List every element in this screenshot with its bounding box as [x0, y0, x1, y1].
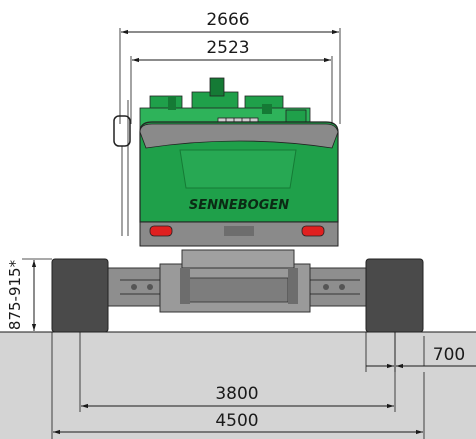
- dim-track-gauge-label: 3800: [215, 384, 258, 404]
- dim-overall-width-label: 2666: [206, 10, 249, 30]
- dim-total-width-label: 4500: [215, 411, 258, 431]
- dim-total-width: [51, 332, 425, 439]
- left-track: [51, 258, 109, 333]
- side-mirror: [113, 100, 131, 236]
- dim-ground-clearance: [22, 258, 52, 331]
- dim-shoe-width-label: 700: [433, 345, 465, 365]
- right-track: [365, 258, 424, 333]
- ground-surface: [0, 332, 476, 439]
- counterweight-body: [139, 121, 339, 247]
- dim-upper-width-label: 2523: [206, 38, 249, 58]
- dim-track-gauge: [79, 332, 396, 412]
- brand-logo: SENNEBOGEN: [189, 198, 289, 213]
- dim-ground-clearance-label: 875-915*: [6, 259, 24, 330]
- dim-overall-width: [119, 28, 341, 124]
- dim-upper-width: [130, 56, 333, 124]
- undercarriage: [107, 249, 369, 313]
